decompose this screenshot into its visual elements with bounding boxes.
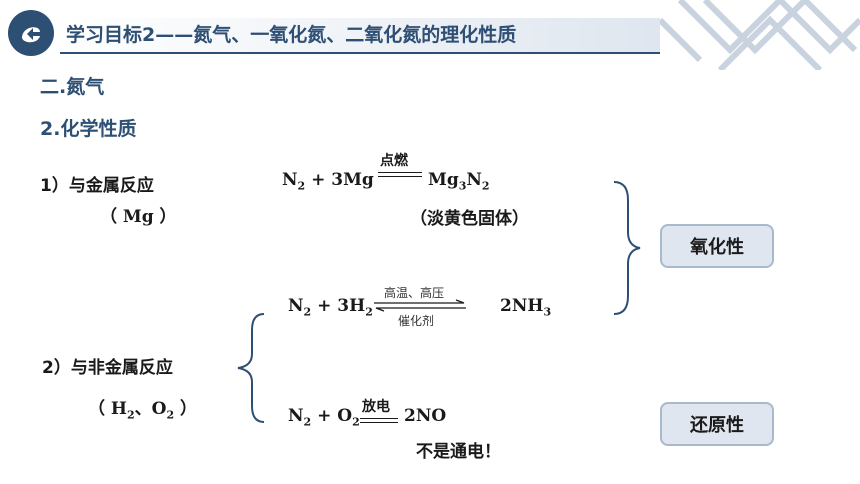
no-condition: 放电 [362, 399, 390, 415]
metal-product: Mg3N2 [428, 170, 490, 193]
no-reaction-sign [360, 418, 398, 423]
section-subheading: 2.化学性质 [40, 118, 137, 140]
section-heading: 二.氮气 [40, 76, 105, 98]
left-brace [237, 313, 265, 423]
nonmetal-reaction-label: 2）与非金属反应 [42, 358, 173, 378]
ammonia-condition-top: 高温、高压 [384, 286, 445, 300]
title-bar [60, 18, 660, 54]
nonmetal-reactant-note: （ H2、O2 ） [88, 399, 198, 422]
metal-reaction-label: 1）与金属反应 [40, 176, 154, 196]
reversible-arrow [374, 299, 466, 312]
logo-icon [8, 10, 54, 56]
right-brace [613, 181, 641, 315]
page-title: 学习目标2——氮气、一氧化氮、二氧化氮的理化性质 [66, 24, 517, 46]
decorative-lattice [660, 0, 860, 70]
no-eq-left: N2 + O2 [288, 406, 360, 429]
no-note: 不是通电！ [416, 442, 501, 462]
ammonia-product: 2NH3 [500, 296, 552, 319]
oxidizing-badge: 氧化性 [660, 224, 774, 268]
metal-product-note: （淡黄色固体） [410, 209, 529, 229]
metal-reaction-sign [378, 172, 422, 177]
no-product: 2NO [404, 406, 447, 426]
ammonia-eq-left: N2 + 3H2 [288, 296, 373, 319]
metal-condition: 点燃 [380, 153, 408, 169]
reducing-badge: 还原性 [660, 402, 774, 446]
ammonia-condition-bottom: 催化剂 [398, 314, 435, 328]
metal-eq-left: N2 + 3Mg [282, 170, 374, 193]
metal-reactant-note: （ Mg ） [100, 207, 177, 227]
